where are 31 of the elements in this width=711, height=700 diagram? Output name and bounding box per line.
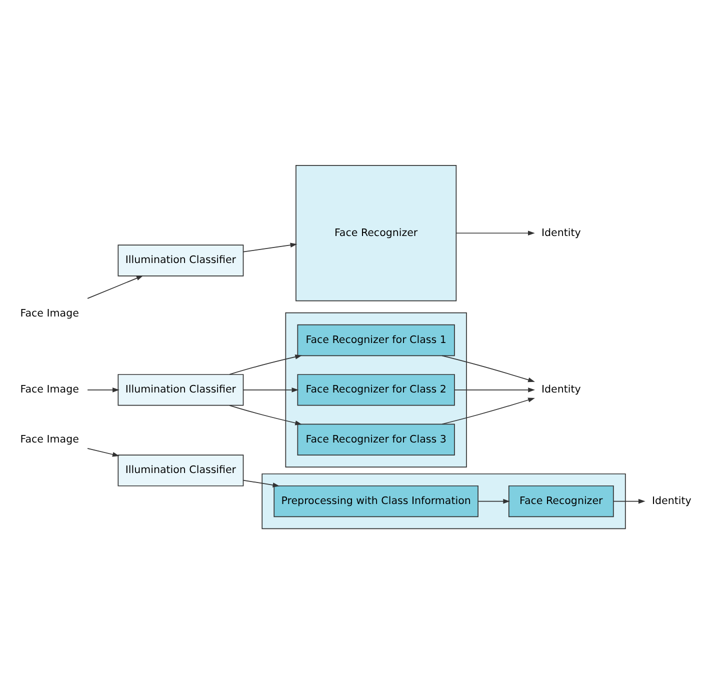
node-box: Preprocessing with Class Information (274, 484, 478, 517)
node-text: Face Image (20, 306, 79, 319)
cluster (262, 472, 626, 529)
node-box: Face Recognizer (508, 484, 614, 517)
arrow (442, 397, 535, 424)
arrow (229, 354, 302, 374)
node-text: Face Image (20, 383, 79, 396)
arrow (242, 479, 280, 487)
node-box: Face Recognizer for Class 2 (297, 374, 455, 406)
node-text: Identity (652, 494, 692, 506)
node-box: Face Recognizer (296, 164, 457, 301)
arrow (242, 387, 299, 392)
cluster (285, 312, 467, 467)
arrow (478, 498, 510, 504)
arrow (87, 448, 120, 456)
node-box: Illumination Classifier (118, 454, 244, 486)
node-box: Illumination Classifier (118, 244, 244, 276)
arrow (456, 230, 535, 236)
node-text: Identity (541, 383, 581, 396)
arrow (229, 404, 302, 425)
arrow (454, 387, 535, 392)
arrow (242, 242, 298, 252)
arrow (87, 275, 144, 298)
arrow (87, 387, 120, 392)
node-box: Illumination Classifier (118, 374, 244, 406)
arrow (613, 498, 646, 504)
node-text: Face Image (20, 432, 79, 445)
node-text: Identity (541, 226, 581, 238)
node-box: Face Recognizer for Class 1 (297, 324, 455, 356)
node-box: Face Recognizer for Class 3 (297, 423, 455, 455)
arrow (442, 354, 535, 382)
